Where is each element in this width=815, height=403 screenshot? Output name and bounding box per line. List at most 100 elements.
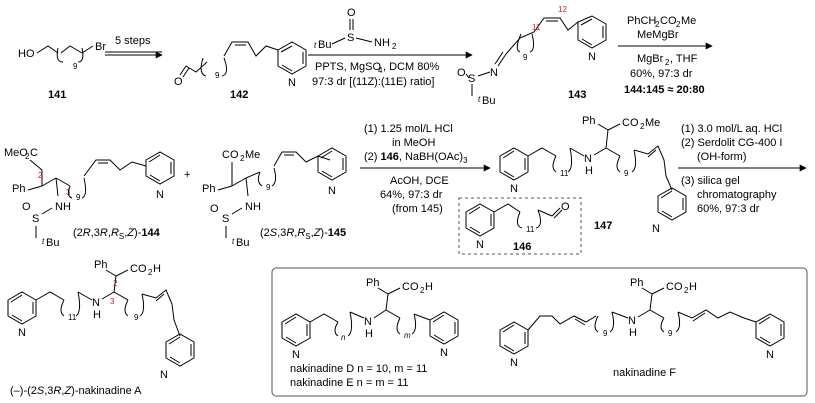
condition-line4: 60%, 97:3 dr <box>630 68 693 80</box>
compound-number-142: 142 <box>230 89 248 101</box>
compound-number-146: 146 <box>513 241 531 253</box>
hydroxyl-label: HO <box>18 48 35 60</box>
acid-h-label: H <box>425 281 433 293</box>
condition-l4: AcOH, DCE <box>390 175 449 187</box>
acid-h-label: H <box>689 281 697 293</box>
phenyl-label: Ph <box>366 277 379 289</box>
tert-label: t <box>42 237 45 246</box>
svg-text:2: 2 <box>684 286 689 295</box>
phenyl-label: Ph <box>94 259 107 271</box>
pyridine-n-label: N <box>510 183 518 195</box>
locant-2: 2 <box>113 279 118 288</box>
repeat-count: 9 <box>76 193 81 202</box>
repeat-count: 9 <box>266 183 271 192</box>
arrow-sulfinamide: O S NH 2 t Bu PPTS, MgSO 4 , DCM 80% 97:… <box>308 7 473 88</box>
butyl-label: Bu <box>236 237 249 249</box>
locant-12: 12 <box>558 5 567 14</box>
sulfinyl-o-label: O <box>210 203 219 215</box>
condition-l5: 64%, 97:3 dr <box>380 189 443 201</box>
phenyl-label: Ph <box>630 277 643 289</box>
arrow-mannich: PhCH 2 CO 2 Me MeMgBr MgBr 2 , THF 60%, … <box>618 15 713 96</box>
repeat-count-9b: 9 <box>668 329 673 338</box>
condition-line3: MgBr <box>637 53 664 65</box>
svg-text:2: 2 <box>665 58 670 67</box>
condition-l3: (OH-form) <box>697 151 747 163</box>
svg-text:(2S,3R,RS,Z)-145: (2S,3R,RS,Z)-145 <box>260 227 346 241</box>
sulfur-label: S <box>32 213 39 225</box>
ester-c-label: C <box>30 147 38 159</box>
ester-label: CO <box>222 149 239 161</box>
condition-l4: (3) silica gel <box>681 175 740 187</box>
svg-text:2: 2 <box>148 268 153 277</box>
condition-line3b: , THF <box>670 53 698 65</box>
amine-n-label: N <box>628 315 636 327</box>
svg-text:(–)-(2S,3R,Z)-nakinadine A: (–)-(2S,3R,Z)-nakinadine A <box>10 385 142 397</box>
nakinadine-box <box>271 267 808 397</box>
locant-2: 2 <box>38 171 43 180</box>
nakinadine-a: N 11 N H 3 2 Ph CO 2 H 9 N (–)-(2S,3R,Z)… <box>7 259 195 397</box>
amine-n-label: N <box>584 153 592 165</box>
pyridine-n-label: N <box>18 327 26 339</box>
condition-line2: 97:3 dr [(11Z):(11E) ratio] <box>312 76 434 88</box>
condition-l1: (1) 1.25 mol/L HCl <box>364 123 453 135</box>
svg-text:2: 2 <box>420 286 425 295</box>
condition-l2: (2) Serdolit CG-400 I <box>681 137 782 149</box>
ester-label: CO <box>622 117 639 129</box>
phenyl-label: Ph <box>582 115 595 127</box>
condition-line5: 144:145 ≈ 20:80 <box>624 84 705 96</box>
repeat-count: 9 <box>73 62 78 71</box>
svg-text:2: 2 <box>655 20 660 29</box>
repeat-count-9a: 9 <box>603 329 608 338</box>
amine-n-label: N <box>364 316 372 328</box>
acid-h-label: H <box>153 263 161 275</box>
svg-text:2: 2 <box>25 152 30 161</box>
reagent-s: S <box>347 32 354 44</box>
pyridine-n-label: N <box>440 347 448 359</box>
compound-147: N 11 N H Ph CO 2 Me 9 N 147 <box>499 115 687 235</box>
ester-label: MeO <box>4 147 28 159</box>
compound-145: CO 2 Me Ph NH S O t Bu 9 N (2S,3R,RS,Z)-… <box>202 147 347 249</box>
condition-l6: (from 145) <box>392 203 443 215</box>
arrow-deprotection: (1) 3.0 mol/L aq. HCl (2) Serdolit CG-40… <box>678 123 807 215</box>
locant-11: 11 <box>532 23 541 32</box>
repeat-count-9: 9 <box>624 169 629 178</box>
pyridine-n-label: N <box>510 357 518 369</box>
pyridine-n-label: N <box>292 349 300 361</box>
svg-text:2: 2 <box>240 154 245 163</box>
svg-text:2: 2 <box>640 122 645 131</box>
compound-number-147: 147 <box>594 220 612 232</box>
pyridine-n-label: N <box>156 189 164 201</box>
reagent-line1c: Me <box>681 15 696 27</box>
sulfinyl-o-label: O <box>22 201 31 213</box>
compound-146-box: N 11 O 146 <box>458 197 582 255</box>
reagent-line2: MeMgBr <box>637 29 679 41</box>
compound-143: 11 12 N 9 N S O t Bu 143 <box>457 5 607 107</box>
amine-h-label: H <box>93 309 101 321</box>
phenyl-label: Ph <box>202 183 215 195</box>
repeat-count: 11 <box>526 225 535 234</box>
condition-l2: in MeOH <box>392 137 435 149</box>
svg-text:(2R,3R,RS,Z)-144: (2R,3R,RS,Z)-144 <box>73 227 161 241</box>
aldehyde-o-label: O <box>174 76 183 88</box>
reagent-line1: PhCH <box>627 15 656 27</box>
plus-sign: + <box>184 169 190 181</box>
compound-141: HO 9 Br 141 <box>18 41 106 101</box>
ester-me-label: Me <box>245 149 260 161</box>
nakinadine-e-caption: nakinadine E n = m = 11 <box>290 377 408 389</box>
amine-h-label: H <box>629 327 637 339</box>
tert-label: t <box>478 95 481 104</box>
repeat-count-9: 9 <box>134 313 139 322</box>
pyridine-n-label: N <box>328 185 336 197</box>
nakinadine-f-caption: nakinadine F <box>613 367 676 379</box>
sulfinyl-o-label: O <box>457 67 466 79</box>
amine-n-label: N <box>92 297 100 309</box>
condition-l1: (1) 3.0 mol/L aq. HCl <box>681 123 782 135</box>
butyl-label: Bu <box>46 237 59 249</box>
sulfur-label: S <box>222 213 229 225</box>
sulfur-label: S <box>468 73 475 85</box>
repeat-n: n <box>341 333 346 342</box>
reagent-o: O <box>347 7 356 19</box>
reagent-line1b: CO <box>660 15 677 27</box>
compound-number-143: 143 <box>568 89 586 101</box>
